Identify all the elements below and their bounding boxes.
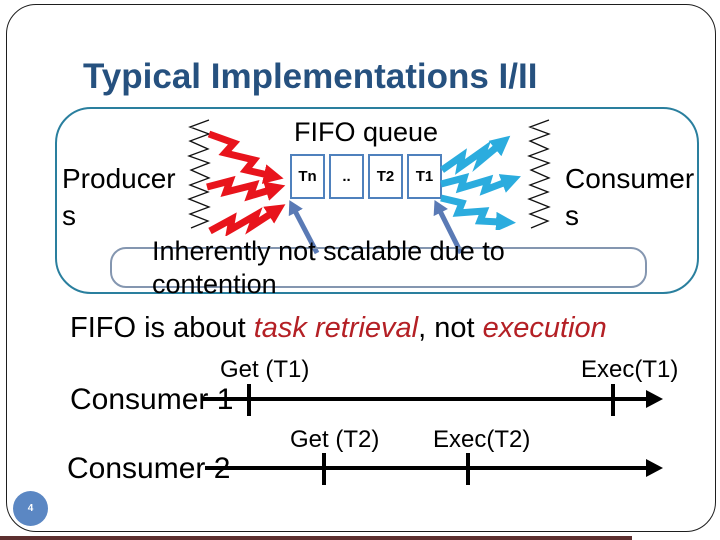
slide-title: Typical Implementations I/II	[83, 57, 538, 96]
timeline-1-get-label: Get (T1)	[220, 356, 310, 383]
fifo-statement: FIFO is about task retrieval, not execut…	[70, 312, 607, 345]
statement-middle: , not	[418, 312, 483, 344]
page-number-badge: 4	[13, 491, 48, 526]
consumers-line1: Consumer	[565, 163, 695, 194]
timeline-1-exec-tick	[611, 384, 615, 416]
timeline-2-get-tick	[322, 453, 326, 485]
contention-callout-box	[110, 247, 647, 288]
queue-cell-t2: T2	[368, 154, 403, 199]
consumers-line2: s	[565, 200, 579, 231]
consumers-squiggle-icon	[527, 119, 551, 229]
producers-squiggle-icon	[187, 119, 211, 229]
statement-emphasis-retrieval: task retrieval	[253, 312, 419, 344]
fifo-queue-label: FIFO queue	[293, 117, 439, 147]
timeline-2-line	[205, 466, 648, 470]
contention-pointer-left-icon	[288, 200, 320, 255]
queue-cell-t1: T1	[407, 154, 442, 199]
timeline-1-get-tick	[247, 384, 251, 416]
timeline-1-line	[203, 397, 648, 401]
page-number: 4	[27, 503, 34, 514]
contention-callout-text: Inherently not scalable due to contentio…	[152, 236, 505, 299]
queue-cell-tn: Tn	[290, 154, 325, 199]
timeline-2-get-label: Get (T2)	[290, 426, 380, 453]
consumer-arrows-icon	[439, 135, 521, 230]
fifo-queue-cells: Tn .. T2 T1	[290, 154, 442, 199]
producers-label: Producer s	[62, 160, 176, 234]
statement-emphasis-execution: execution	[482, 312, 607, 344]
queue-cell-dots: ..	[329, 154, 364, 199]
timeline-2-exec-label: Exec(T2)	[433, 426, 531, 453]
contention-pointer-right-icon	[433, 200, 464, 255]
timeline-1-arrowhead-icon	[646, 390, 663, 408]
timeline-1-exec-label: Exec(T1)	[581, 356, 679, 383]
timeline-2-exec-tick	[466, 453, 470, 485]
timeline-2-label: Consumer 2	[67, 452, 231, 485]
producers-line2: s	[62, 200, 76, 231]
slide-border-frame	[6, 4, 716, 532]
producer-arrows-icon	[206, 130, 286, 236]
statement-prefix: FIFO is about	[70, 312, 254, 344]
consumers-label: Consumer s	[565, 160, 694, 234]
fifo-diagram-box	[55, 107, 699, 294]
bottom-edge-strip	[0, 536, 632, 540]
timeline-2-arrowhead-icon	[646, 459, 663, 477]
producers-line1: Producer	[62, 163, 176, 194]
